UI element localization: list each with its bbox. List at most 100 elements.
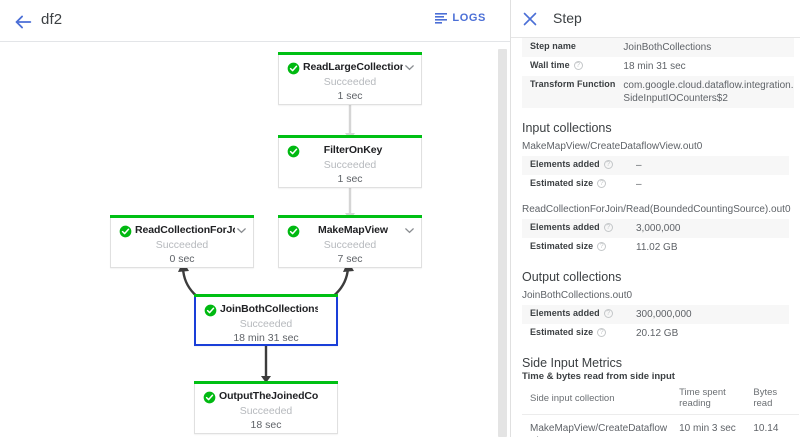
job-graph-canvas[interactable]: ReadLargeCollectionFr… Succeeded 1 sec F…: [0, 43, 496, 437]
table-row: Step name JoinBothCollections: [522, 38, 794, 57]
row-value: 18 min 31 sec: [623, 61, 686, 72]
side-input-subtitle: Time & bytes read from side input: [522, 371, 675, 382]
table-row: Estimated size? 11.02 GB: [522, 238, 789, 257]
node-time: 1 sec: [337, 173, 363, 185]
row-value: JoinBothCollections: [623, 42, 712, 53]
row-key: Estimated size?: [522, 175, 628, 194]
node-label: OutputTheJoinedCollec…: [219, 390, 319, 402]
logs-button[interactable]: LOGS: [435, 12, 486, 24]
node-time: 18 sec: [250, 419, 282, 431]
panel-header: Step: [511, 0, 800, 38]
chevron-down-icon[interactable]: [404, 62, 415, 73]
pane-divider: [510, 0, 511, 437]
graph-node-join-both-collections[interactable]: JoinBothCollections Succeeded 18 min 31 …: [194, 294, 338, 346]
cell-side-input-collection: MakeMapView/CreateDataflow View.out0: [530, 423, 668, 437]
input-collection-table-1: Elements added? 3,000,000 Estimated size…: [522, 219, 789, 257]
table-row: Elements added? –: [522, 156, 789, 175]
table-row: Estimated size? 20.12 GB: [522, 324, 789, 343]
row-key: Elements added?: [522, 219, 628, 238]
back-arrow-icon[interactable]: [12, 11, 34, 33]
node-label: MakeMapView: [318, 224, 388, 236]
top-app-bar: df2 LOGS: [0, 0, 510, 42]
help-icon[interactable]: ?: [603, 309, 613, 318]
node-status-bar: [278, 215, 422, 218]
row-value: 11.02 GB: [636, 242, 678, 253]
collection-name: ReadCollectionForJoin/Read(BoundedCounti…: [522, 204, 791, 215]
column-header-bytes-read: Bytes read: [745, 384, 799, 415]
node-status: Succeeded: [323, 159, 377, 171]
job-graph-pane: df2 LOGS: [0, 0, 510, 437]
check-circle-icon: [203, 391, 216, 404]
section-title-input-collections: Input collections: [522, 121, 612, 135]
column-header-time-spent-reading: Time spent reading: [671, 384, 746, 415]
table-header-row: Side input collection Time spent reading…: [522, 384, 799, 415]
row-key: Wall time?: [522, 57, 615, 76]
row-key: Transform Function: [522, 76, 615, 108]
check-circle-icon: [287, 145, 300, 158]
node-status-bar: [278, 135, 422, 138]
graph-node-output-the-joined-collection[interactable]: OutputTheJoinedCollec… Succeeded 18 sec: [194, 381, 338, 434]
table-row: MakeMapView/CreateDataflow View.out0 10 …: [522, 415, 799, 437]
section-title-side-input-metrics: Side Input Metrics: [522, 356, 623, 370]
node-status-bar: [278, 52, 422, 55]
logs-label: LOGS: [452, 12, 486, 24]
logs-icon: [435, 13, 448, 24]
help-icon[interactable]: ?: [597, 179, 607, 188]
row-key-label: Estimated size: [530, 241, 594, 251]
side-input-metrics-table: Side input collection Time spent reading…: [522, 384, 799, 437]
table-row: Transform Function com.google.cloud.data…: [522, 76, 794, 108]
chevron-down-icon[interactable]: [236, 225, 247, 236]
row-key: Estimated size?: [522, 324, 628, 343]
node-status: Succeeded: [323, 239, 377, 251]
row-value: 3,000,000: [636, 223, 681, 234]
graph-node-make-map-view[interactable]: MakeMapView Succeeded 7 sec: [278, 215, 422, 268]
graph-node-read-large-collection[interactable]: ReadLargeCollectionFr… Succeeded 1 sec: [278, 52, 422, 105]
help-icon[interactable]: ?: [573, 61, 583, 70]
check-circle-icon: [119, 225, 132, 238]
step-details-panel: Step Step name JoinBothCollections Wall …: [511, 0, 800, 437]
row-value: 300,000,000: [636, 309, 692, 320]
table-row: Estimated size? –: [522, 175, 789, 194]
node-status-bar: [110, 215, 254, 218]
check-circle-icon: [287, 225, 300, 238]
row-key: Estimated size?: [522, 238, 628, 257]
graph-vertical-scrollbar[interactable]: [498, 49, 507, 437]
node-time: 1 sec: [337, 90, 363, 102]
node-status: Succeeded: [323, 76, 377, 88]
node-time: 7 sec: [337, 253, 363, 265]
row-key-label: Transform Function: [530, 79, 616, 89]
input-collection-table-0: Elements added? – Estimated size? –: [522, 156, 789, 194]
help-icon[interactable]: ?: [603, 223, 613, 232]
row-value: –: [636, 160, 642, 171]
table-row: Elements added? 3,000,000: [522, 219, 789, 238]
row-key: Elements added?: [522, 156, 628, 175]
table-row: Elements added? 300,000,000: [522, 305, 789, 324]
check-circle-icon: [204, 304, 217, 317]
node-status: Succeeded: [239, 318, 293, 330]
row-key-label: Estimated size: [530, 178, 594, 188]
step-summary-table: Step name JoinBothCollections Wall time?…: [522, 38, 794, 108]
collection-name: JoinBothCollections.out0: [522, 290, 633, 301]
row-key-label: Elements added: [530, 159, 600, 169]
cell-bytes-read: 10.14 GB: [753, 423, 779, 437]
row-key-label: Elements added: [530, 222, 600, 232]
graph-node-filter-on-key[interactable]: FilterOnKey Succeeded 1 sec: [278, 135, 422, 188]
check-circle-icon: [287, 62, 300, 75]
close-icon[interactable]: [522, 11, 538, 27]
row-value: 20.12 GB: [636, 328, 679, 339]
node-status-bar: [194, 381, 338, 384]
row-key-label: Wall time: [530, 60, 570, 70]
chevron-down-icon[interactable]: [404, 225, 415, 236]
section-title-output-collections: Output collections: [522, 270, 622, 284]
help-icon[interactable]: ?: [603, 160, 613, 169]
node-label: FilterOnKey: [323, 144, 383, 156]
row-value: –: [636, 179, 642, 190]
help-icon[interactable]: ?: [597, 328, 607, 337]
help-icon[interactable]: ?: [597, 242, 607, 251]
output-collection-table-0: Elements added? 300,000,000 Estimated si…: [522, 305, 789, 343]
job-title: df2: [41, 11, 63, 28]
column-header-side-input-collection: Side input collection: [522, 384, 672, 415]
spacer: [511, 194, 800, 203]
graph-node-read-collection-for-join[interactable]: ReadCollectionForJoin Succeeded 0 sec: [110, 215, 254, 268]
